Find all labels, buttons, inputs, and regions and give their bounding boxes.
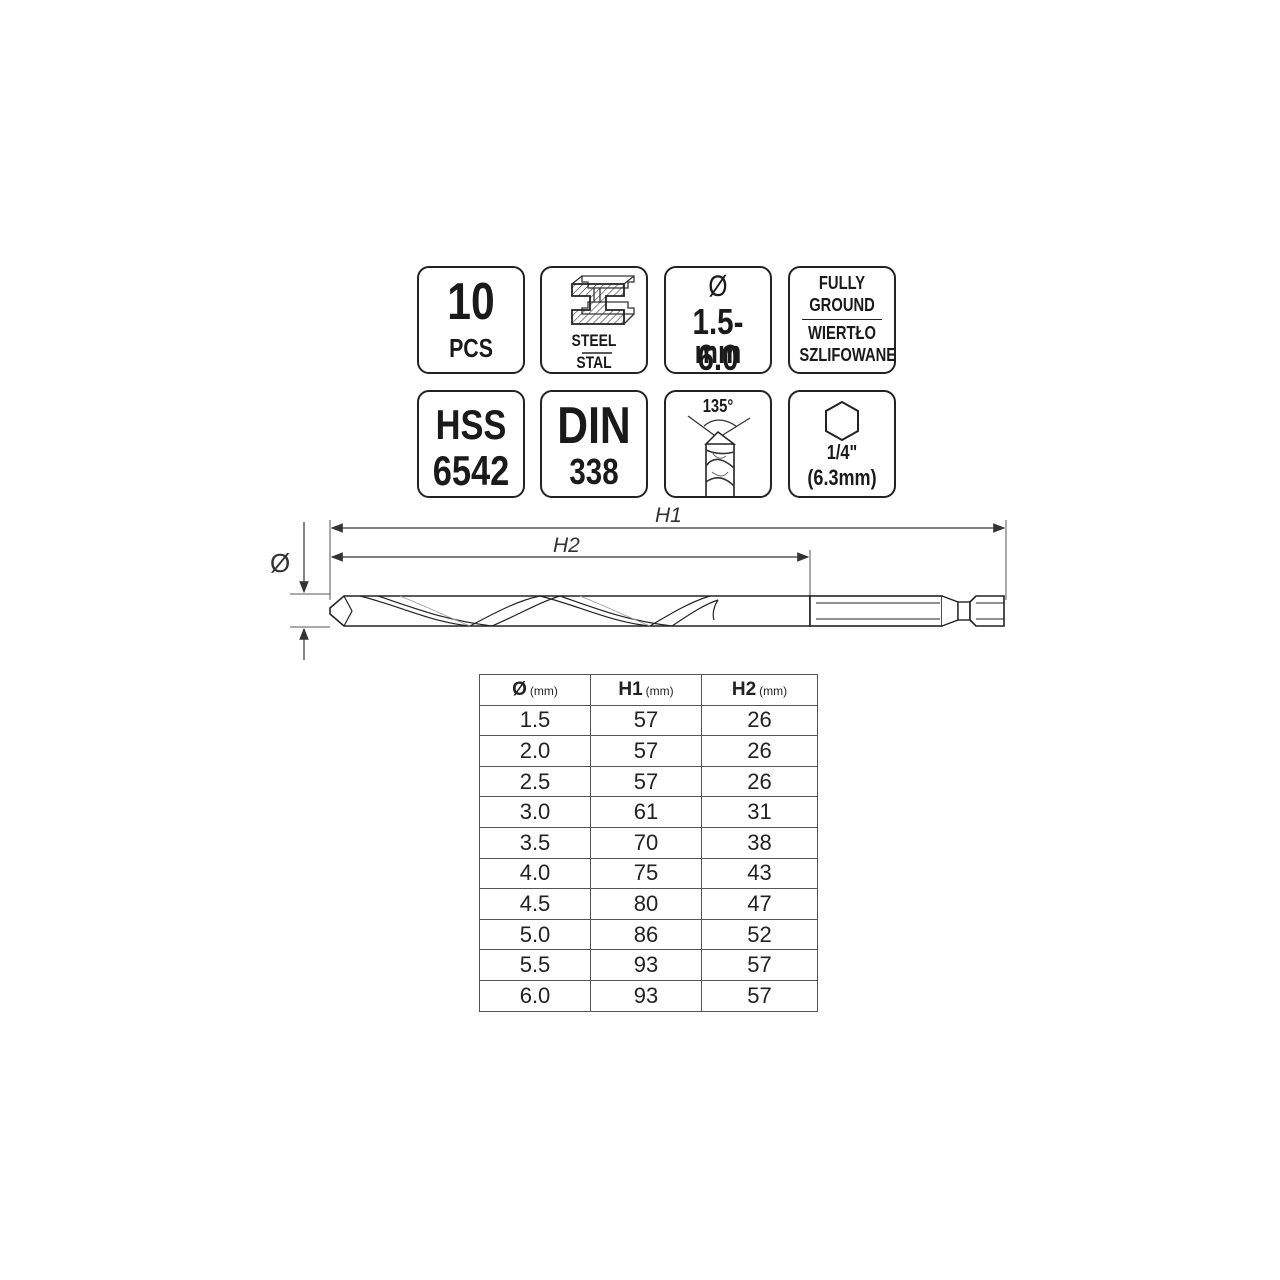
shank-size-inch: 1/4" — [826, 442, 858, 464]
diameter-unit: mm — [694, 334, 742, 370]
cell-diameter: 5.0 — [479, 918, 591, 951]
drill-bit-body — [329, 595, 1005, 627]
pcs-unit: PCS — [449, 333, 493, 363]
finish-line3: WIERTŁO — [807, 323, 877, 343]
table-header-row: Ø(mm) H1(mm) H2(mm) — [479, 674, 818, 706]
drill-bit-drawing — [290, 520, 1007, 660]
cell-h1: 70 — [590, 826, 702, 859]
header-h1: H1(mm) — [590, 674, 702, 706]
diameter-range-value: 1.5-6.0 — [692, 301, 744, 374]
cell-h2: 52 — [701, 918, 818, 951]
finish-line1: FULLY — [818, 273, 866, 293]
hex-shank-badge: 1/4" (6.3mm) — [788, 390, 896, 498]
point-angle-badge: 135° — [664, 390, 772, 498]
cell-h2: 31 — [701, 796, 818, 828]
cell-h1: 57 — [590, 704, 702, 737]
cell-h1: 93 — [590, 979, 702, 1012]
drill-point-icon — [687, 415, 751, 496]
cell-diameter: 4.5 — [479, 888, 591, 920]
cell-h1: 93 — [590, 949, 702, 981]
point-angle-value: 135° — [702, 396, 734, 416]
cell-h1: 86 — [590, 918, 702, 951]
material-pl-label: STAL — [576, 353, 612, 372]
cell-diameter: 3.5 — [479, 826, 591, 859]
hss-label: HSS — [435, 401, 507, 448]
cell-h2: 57 — [701, 979, 818, 1012]
finish-divider — [802, 319, 882, 320]
cell-diameter: 6.0 — [479, 979, 591, 1012]
cell-h1: 75 — [590, 857, 702, 890]
hss-grade-badge: HSS 6542 — [417, 390, 525, 498]
din-number: 338 — [569, 451, 619, 492]
fully-ground-badge: FULLY GROUND WIERTŁO SZLIFOWANE — [788, 266, 896, 374]
material-steel-badge: STEEL STAL — [540, 266, 648, 374]
material-en-label: STEEL — [571, 331, 617, 350]
cell-h2: 57 — [701, 949, 818, 981]
cell-diameter: 2.5 — [479, 765, 591, 798]
h2-label: H2 — [553, 534, 580, 557]
cell-h1: 57 — [590, 735, 702, 767]
din-standard-badge: DIN 338 — [540, 390, 648, 498]
h1-label: H1 — [655, 504, 682, 527]
pcs-count-badge: 10 PCS — [417, 266, 525, 374]
cell-h2: 38 — [701, 826, 818, 859]
finish-line2: GROUND — [809, 295, 875, 315]
hss-grade-number: 6542 — [432, 447, 510, 494]
cell-h1: 57 — [590, 765, 702, 798]
header-h2: H2(mm) — [701, 674, 818, 706]
header-diameter: Ø(mm) — [479, 674, 591, 706]
cell-h1: 61 — [590, 796, 702, 828]
cell-diameter: 3.0 — [479, 796, 591, 828]
cell-h1: 80 — [590, 888, 702, 920]
cell-diameter: 2.0 — [479, 735, 591, 767]
cell-diameter: 5.5 — [479, 949, 591, 981]
diameter-label: Ø — [270, 548, 291, 578]
cell-h2: 26 — [701, 735, 818, 767]
steel-profile-icon — [571, 275, 635, 354]
diameter-range-badge: Ø 1.5-6.0 mm — [664, 266, 772, 374]
cell-h2: 26 — [701, 765, 818, 798]
cell-h2: 26 — [701, 704, 818, 737]
cell-diameter: 4.0 — [479, 857, 591, 890]
hexagon-icon — [825, 400, 859, 442]
finish-line4: SZLIFOWANE — [799, 345, 896, 365]
cell-h2: 43 — [701, 857, 818, 890]
diameter-symbol: Ø — [708, 270, 728, 303]
din-label: DIN — [557, 397, 631, 455]
shank-size-metric: (6.3mm) — [807, 465, 877, 490]
cell-diameter: 1.5 — [479, 704, 591, 737]
cell-h2: 47 — [701, 888, 818, 920]
pcs-number: 10 — [447, 273, 495, 331]
